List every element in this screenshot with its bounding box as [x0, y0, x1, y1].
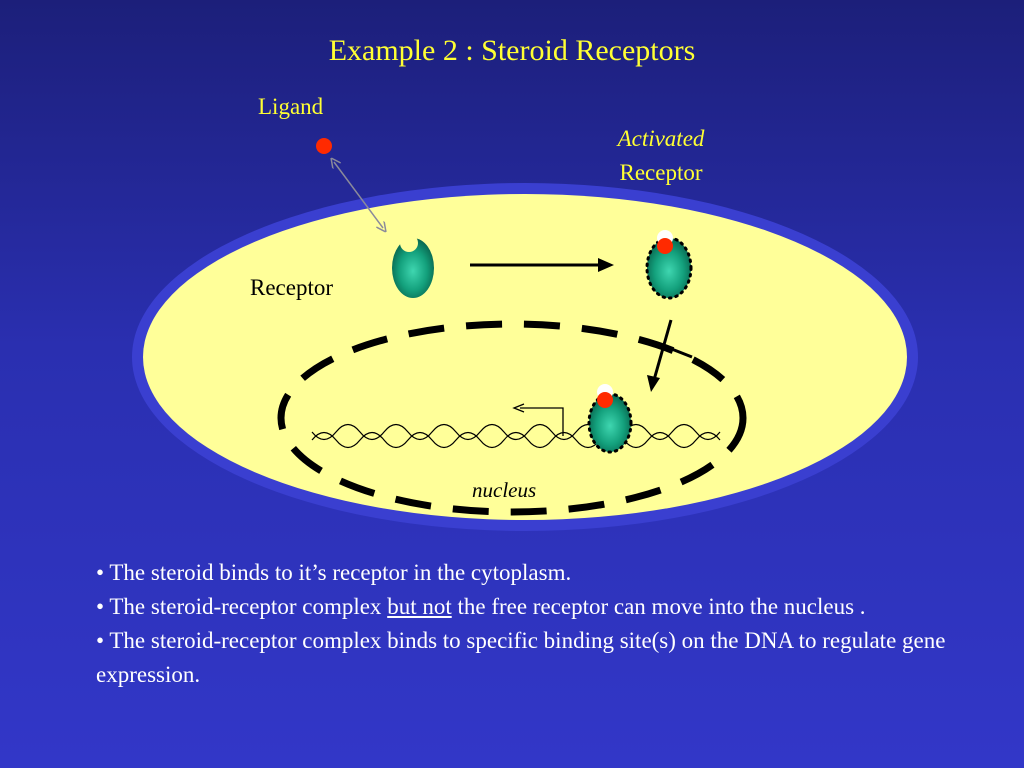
cell-cytoplasm	[143, 194, 907, 520]
bullet-item: • The steroid binds to it’s receptor in …	[96, 560, 572, 585]
bullet-item: • The steroid-receptor complex binds to …	[96, 628, 946, 687]
nucleus-label: nucleus	[472, 478, 537, 502]
free-receptor	[392, 234, 434, 298]
activated-receptor-label: Activated Receptor	[596, 122, 726, 190]
bullet-text-before: • The steroid-receptor complex	[96, 594, 388, 619]
bullet-list: • The steroid binds to it’s receptor in …	[96, 556, 976, 692]
slide-title: Example 2 : Steroid Receptors	[328, 34, 696, 67]
membrane-crossing-bar	[663, 344, 693, 359]
ligand-dot	[316, 138, 332, 154]
transcription-arrow-head	[512, 403, 525, 413]
activated-receptor	[645, 230, 693, 300]
translocation-arrow	[652, 319, 673, 381]
transcription-arrow	[520, 407, 564, 436]
ligand-label: Ligand	[258, 94, 324, 119]
bullet-text-after: the free receptor can move into the nucl…	[451, 594, 866, 619]
translocation-arrow-head	[647, 375, 660, 392]
bullet-text-underlined: but not	[387, 594, 452, 619]
activated-label-line2: Receptor	[619, 160, 703, 185]
receptor-label: Receptor	[250, 275, 334, 300]
binding-equilibrium-arrow	[334, 162, 383, 228]
dna-strand-2	[311, 423, 721, 441]
bullet-item: • The steroid-receptor complex but not t…	[96, 590, 976, 624]
dna-bound-receptor	[587, 384, 633, 454]
nucleus-envelope	[277, 320, 747, 516]
activated-label-line1: Activated	[617, 126, 705, 151]
activation-arrow-head	[598, 258, 614, 272]
dna-strand-1	[311, 431, 721, 449]
